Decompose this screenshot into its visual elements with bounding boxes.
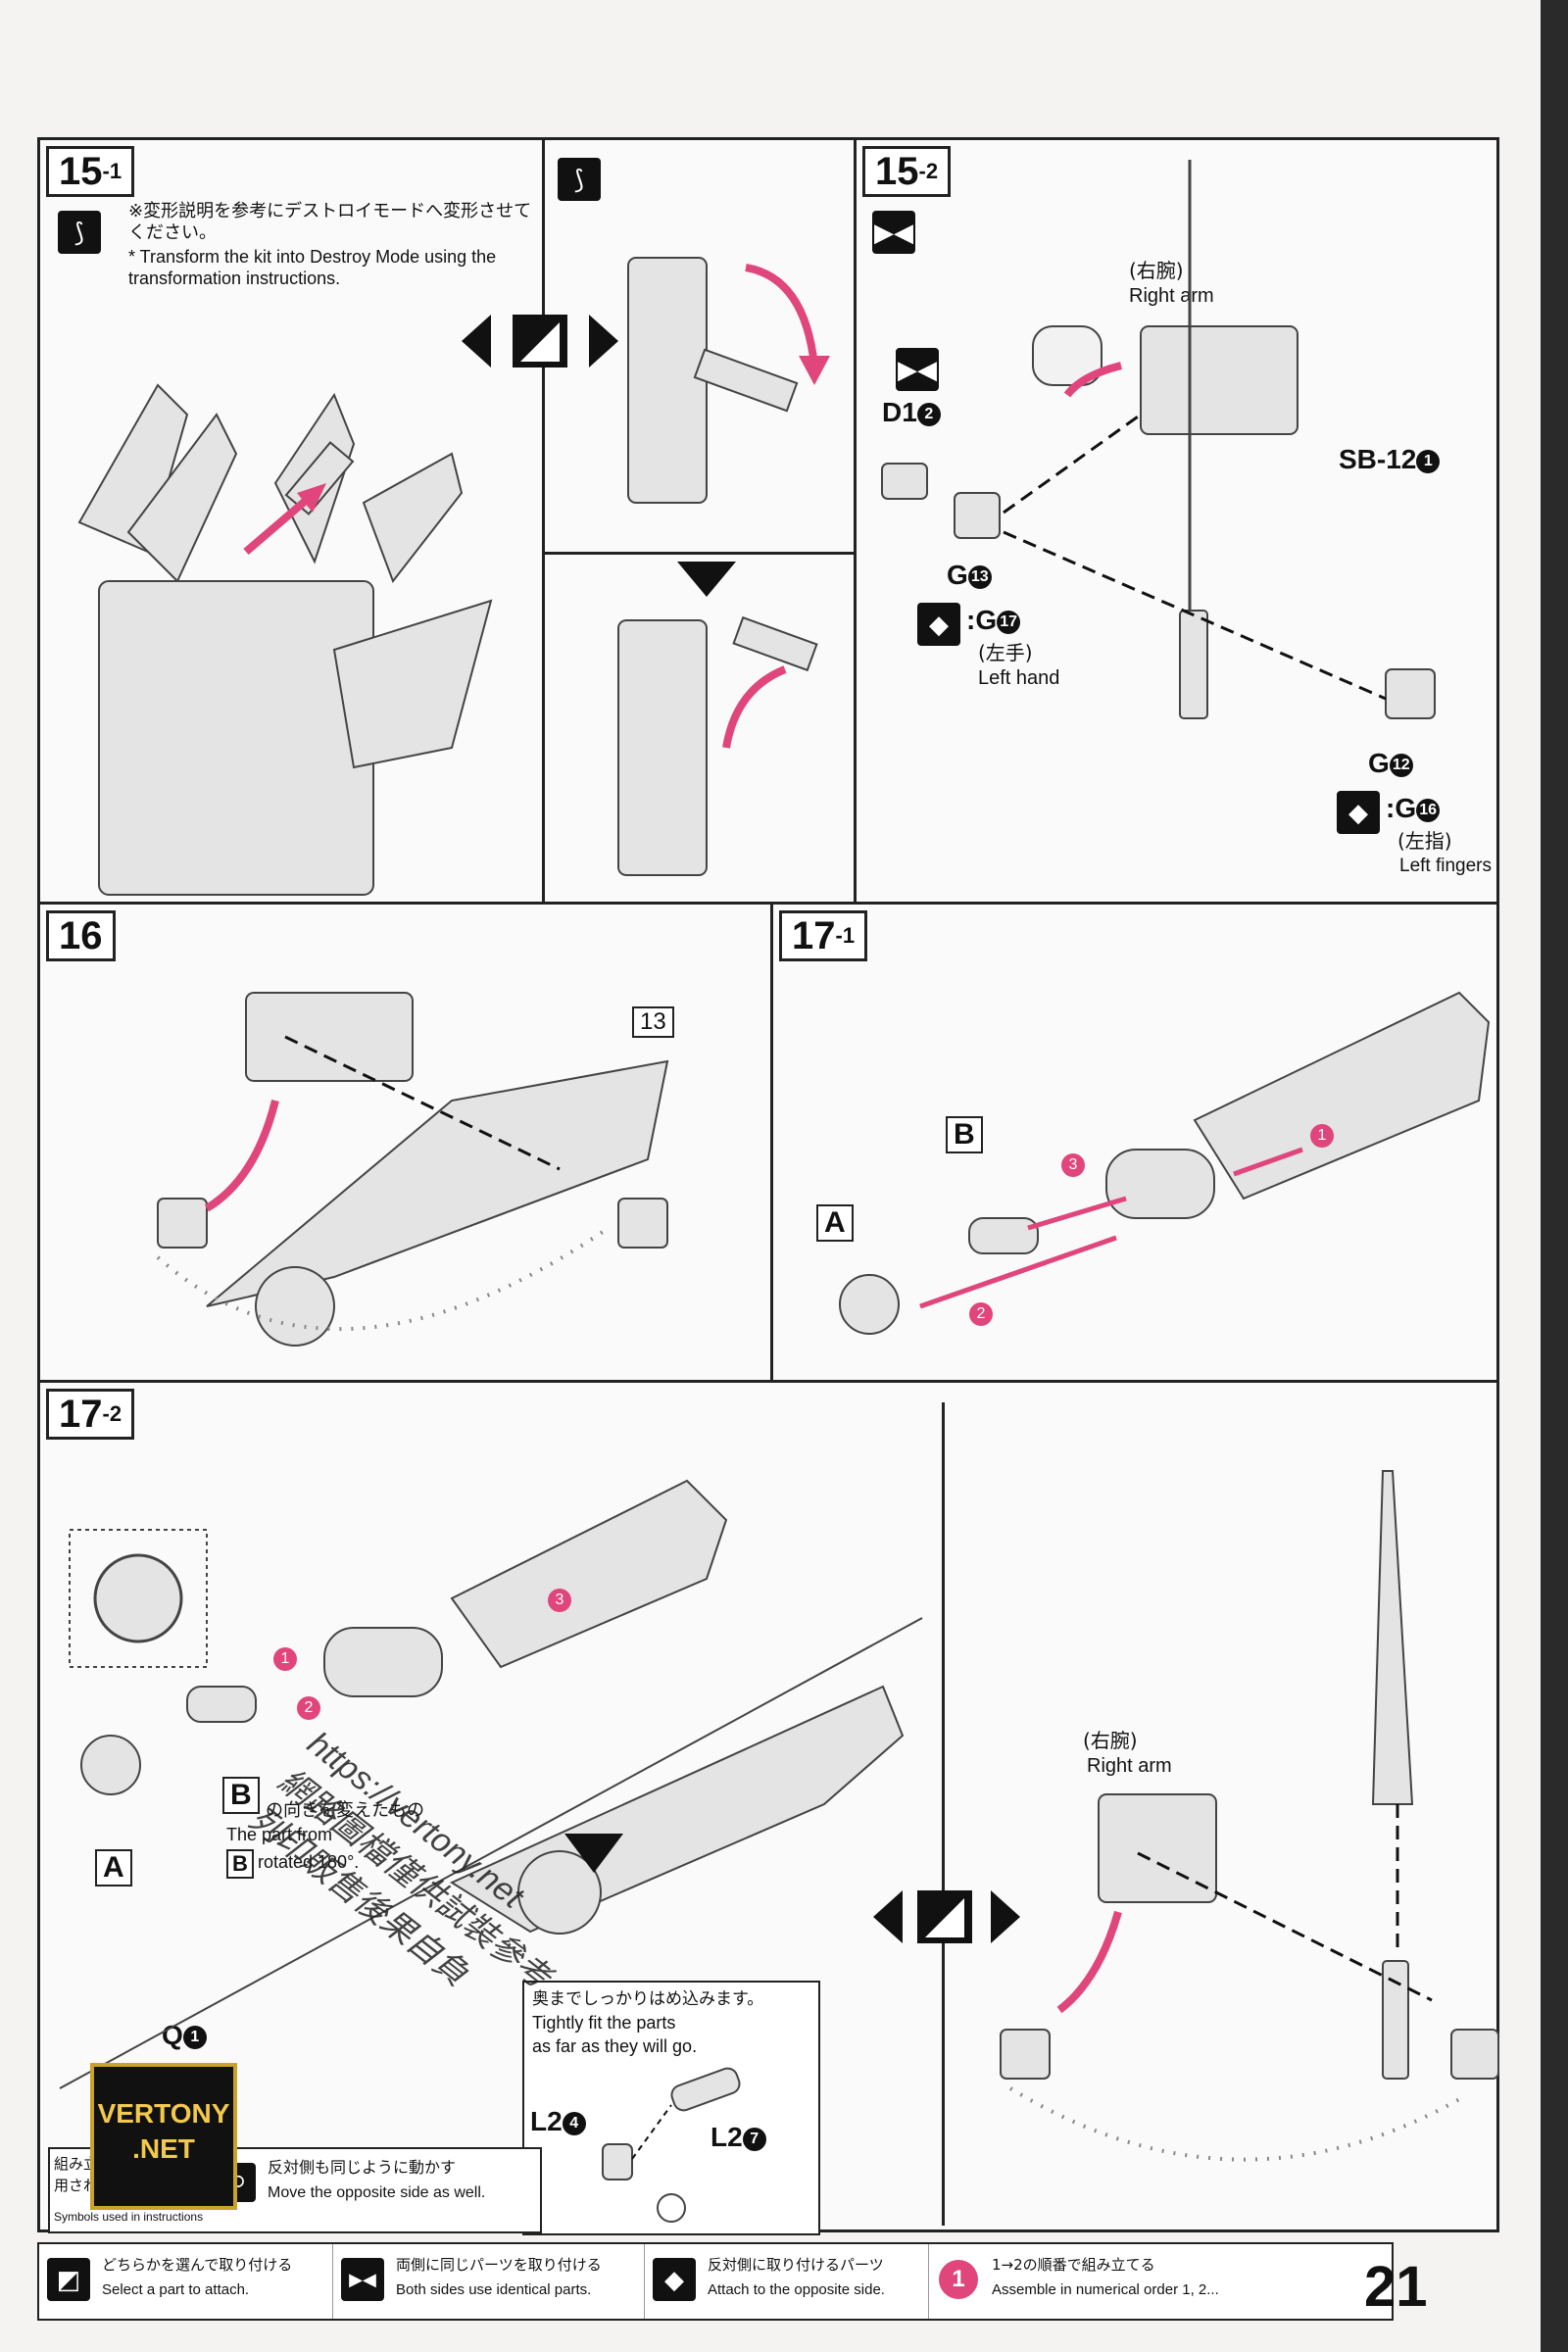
legend-numerical-order: 1 1→2の順番で組み立てる Assemble in numerical ord… bbox=[929, 2244, 1390, 2319]
left-hand-label-jp: (左手) bbox=[978, 641, 1033, 664]
right-arm-label-en: Right arm bbox=[1129, 285, 1214, 307]
right-arm-label-jp: (右腕) bbox=[1083, 1729, 1138, 1752]
step-16-illustration bbox=[156, 992, 669, 1347]
legend-en: Assemble in numerical order 1, 2... bbox=[992, 2281, 1219, 2298]
step-17-2-label: 17-2 bbox=[46, 1389, 135, 1440]
legend-jp: 1→2の順番で組み立てる bbox=[992, 2256, 1155, 2274]
b-rotated-note-jp: の向きを変えたもの bbox=[266, 1800, 424, 1821]
legend-jp: 反対側に取り付けるパーツ bbox=[708, 2256, 884, 2274]
divider bbox=[542, 140, 545, 905]
select-part-icon: ◩ bbox=[47, 2258, 90, 2301]
seq-3-badge: 3 bbox=[548, 1589, 571, 1612]
legend-both-sides: ▶◀ 両側に同じパーツを取り付ける Both sides use identic… bbox=[333, 2244, 645, 2319]
part-b-box: B bbox=[946, 1116, 983, 1153]
arm-detail-illustration-2 bbox=[617, 615, 818, 876]
opposite-side-icon: ◆ bbox=[1337, 791, 1380, 834]
opposite-side-icon: ◆ bbox=[917, 603, 960, 646]
step-15-2-illustration bbox=[881, 160, 1436, 719]
logo-line-1: VERTONY bbox=[97, 2098, 230, 2129]
step-17-1-label: 17-1 bbox=[779, 910, 868, 961]
select-part-icon bbox=[462, 315, 618, 368]
left-hand-label-en: Left hand bbox=[978, 667, 1060, 689]
page-number: 21 bbox=[1364, 2255, 1428, 2319]
seq-3-badge: 3 bbox=[1061, 1153, 1085, 1177]
part-a-box: A bbox=[816, 1204, 854, 1242]
seq-2-badge: 2 bbox=[969, 1302, 993, 1326]
seq-2-badge: 2 bbox=[297, 1696, 320, 1720]
legend-opposite-side: ◆ 反対側に取り付けるパーツ Attach to the opposite si… bbox=[645, 2244, 929, 2319]
step-16-panel: 16 13 bbox=[37, 902, 774, 1384]
fit-note-en-1: Tightly fit the parts bbox=[532, 2013, 676, 2033]
symbols-title-en: Symbols used in instructions bbox=[54, 2210, 204, 2224]
reference-box: 13 bbox=[632, 1006, 674, 1038]
left-fingers-label-jp: (左指) bbox=[1397, 829, 1452, 853]
left-fingers-label-en: Left fingers bbox=[1399, 856, 1492, 876]
transform-icon: ⟆ bbox=[58, 211, 101, 254]
part-b-box: B bbox=[222, 1777, 260, 1814]
b-rotated-note-en-2: rotated 180°. bbox=[258, 1852, 360, 1872]
fit-detail-illustration bbox=[602, 2067, 741, 2223]
symbol-legend: ◩ どちらかを選んで取り付ける Select a part to attach.… bbox=[37, 2242, 1394, 2321]
seq-1-badge: 1 bbox=[273, 1647, 297, 1671]
step-17-1-panel: 17-1 B A 1 2 3 bbox=[770, 902, 1499, 1384]
part-a-box: A bbox=[95, 1849, 132, 1886]
legend-jp: 両側に同じパーツを取り付ける bbox=[396, 2256, 602, 2274]
part-b-small-box: B bbox=[226, 1849, 254, 1879]
arm-detail-illustration bbox=[627, 257, 830, 504]
both-sides-icon: ▶◀ bbox=[896, 348, 939, 391]
step-15-1-label: 15-1 bbox=[46, 146, 135, 197]
right-arm-label-jp: (右腕) bbox=[1129, 259, 1184, 282]
step-15-1-note-en: * Transform the kit into Destroy Mode us… bbox=[128, 247, 497, 288]
step-15-1-panel: 15-1 ⟆ ※変形説明を参考にデストロイモードへ変形させてください。 * Tr… bbox=[37, 137, 857, 906]
order-number-icon: 1 bbox=[939, 2260, 978, 2299]
binding-strip bbox=[1541, 0, 1568, 2352]
seq-1-badge: 1 bbox=[1310, 1124, 1334, 1148]
step-15-2-label: 15-2 bbox=[862, 146, 952, 197]
fit-note-en-2: as far as they will go. bbox=[532, 2036, 698, 2056]
step-17-1-illustration bbox=[839, 991, 1491, 1335]
fit-note-jp: 奥までしっかりはめ込みます。 bbox=[532, 1989, 764, 2009]
b-rotated-note-en-1: The part from bbox=[226, 1825, 333, 1844]
move-opposite-jp: 反対側も同じように動かす bbox=[268, 2158, 457, 2177]
divider bbox=[942, 1402, 945, 2226]
right-arm-label-en: Right arm bbox=[1087, 1755, 1172, 1777]
legend-jp: どちらかを選んで取り付ける bbox=[102, 2256, 293, 2274]
vertony-logo: VERTONY .NET bbox=[90, 2063, 237, 2210]
legend-en: Attach to the opposite side. bbox=[708, 2281, 885, 2298]
legend-en: Select a part to attach. bbox=[102, 2281, 250, 2298]
divider bbox=[542, 552, 856, 555]
step-17-2-panel: 17-2 B A の向きを変えたもの The part from B rotat… bbox=[37, 1380, 1499, 2235]
robot-illustration bbox=[77, 383, 493, 896]
opposite-side-icon: ◆ bbox=[653, 2258, 696, 2301]
fit-detail-box: 奥までしっかりはめ込みます。 Tightly fit the parts as … bbox=[522, 1981, 820, 2235]
both-sides-icon: ▶◀ bbox=[872, 211, 915, 254]
transform-icon: ⟆ bbox=[558, 158, 601, 201]
both-sides-icon: ▶◀ bbox=[341, 2258, 384, 2301]
step-16-label: 16 bbox=[46, 910, 116, 961]
step-17-2-illustration bbox=[59, 1470, 1499, 2162]
logo-line-2: .NET bbox=[132, 2133, 195, 2164]
legend-en: Both sides use identical parts. bbox=[396, 2281, 592, 2298]
step-15-1-note-jp: ※変形説明を参考にデストロイモードへ変形させてください。 bbox=[128, 201, 532, 243]
legend-select-part: ◩ どちらかを選んで取り付ける Select a part to attach. bbox=[39, 2244, 333, 2319]
down-arrow bbox=[677, 562, 736, 597]
move-opposite-en: Move the opposite side as well. bbox=[268, 2184, 486, 2201]
